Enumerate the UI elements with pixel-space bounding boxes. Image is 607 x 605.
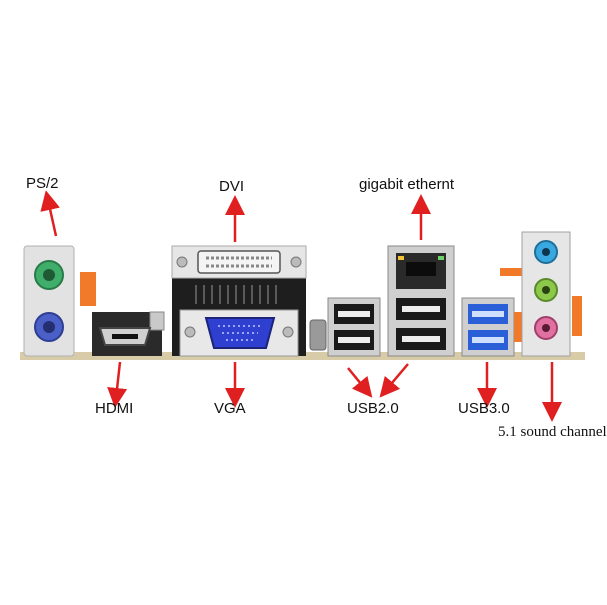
ps2-label: PS/2 xyxy=(26,175,59,192)
sound-channel-label: 5.1 sound channel xyxy=(498,424,607,440)
usb2-label: USB2.0 xyxy=(347,400,399,417)
hdmi-port-group xyxy=(92,311,165,356)
usb2-arrow-right xyxy=(379,363,409,398)
gigabit-ethernet-label: gigabit ethernt xyxy=(359,176,455,193)
hdmi-label: HDMI xyxy=(95,400,134,417)
dvi-vga-group xyxy=(171,245,307,357)
usb2-left-group xyxy=(327,297,381,357)
ps2-arrow xyxy=(40,190,60,237)
ps2-port-group xyxy=(23,245,96,357)
dvi-label: DVI xyxy=(219,178,245,195)
usb3-label: USB3.0 xyxy=(458,400,510,417)
usb2-arrow-left xyxy=(347,367,373,398)
vga-port xyxy=(204,317,276,349)
ethernet-usb2-group xyxy=(387,245,455,357)
vga-label: VGA xyxy=(214,400,246,417)
usb3-group xyxy=(461,297,522,357)
dvi-port xyxy=(197,250,281,274)
audio-jack-group xyxy=(500,231,582,357)
hdmi-arrow xyxy=(107,361,128,408)
